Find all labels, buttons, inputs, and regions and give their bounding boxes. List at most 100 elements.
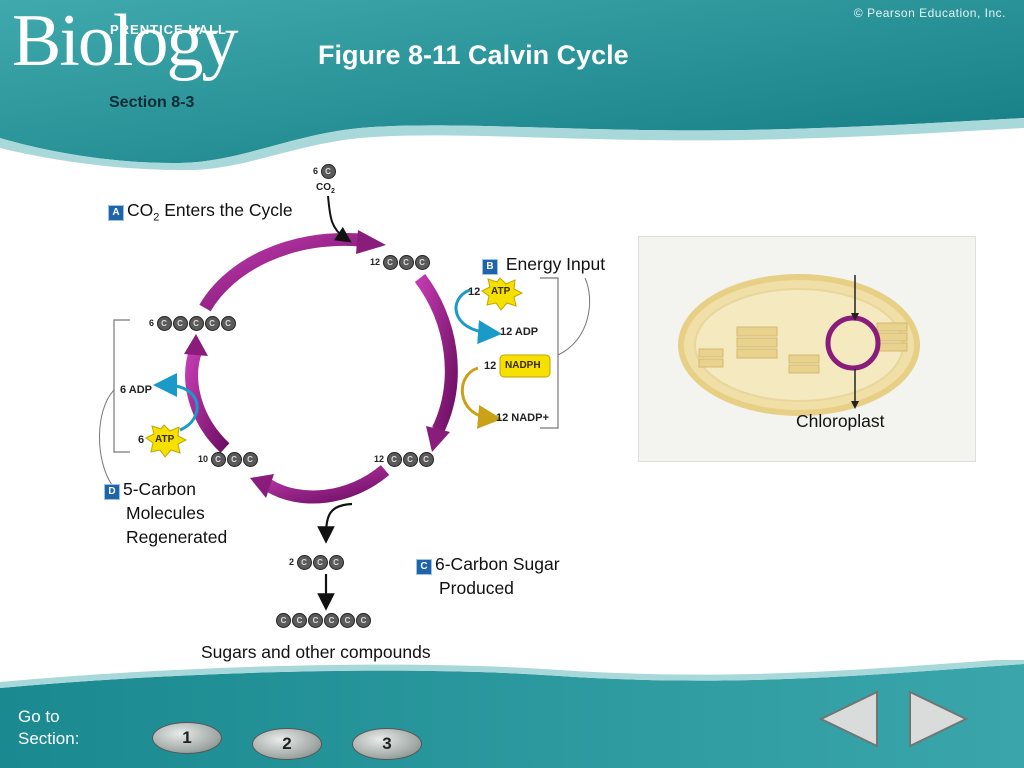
atp-burst-left [145,424,188,458]
atp-label-left: ATP [155,434,175,445]
chloroplast-panel [638,236,976,462]
energy-input-leader [557,277,591,356]
go-to-line1: Go to [18,707,60,726]
sugar-output-arrow [317,502,353,544]
carbon-atom: C [308,613,323,628]
copyright-text: © Pearson Education, Inc. [853,6,1006,20]
step-d-tag: D [104,484,120,500]
carbon-atom: C [324,613,339,628]
energy-input-bracket [540,277,559,429]
page-title: Figure 8-11 Calvin Cycle [318,40,629,70]
nadph-box [499,354,551,378]
next-arrow-icon[interactable] [902,688,972,750]
go-to-section-label: Go to Section: [18,706,79,750]
regeneration-leader [99,389,115,486]
molecule-count: 6 [149,318,155,328]
nadph-label: NADPH [505,360,541,371]
carbon-atom: C [328,555,344,570]
atp-label-right: ATP [491,286,511,297]
step-b-label: B Energy Input [482,252,605,276]
carbon-atom: C [292,613,307,628]
co2-count: 6 [313,166,319,176]
cycle-arc-top [199,230,386,312]
molecule-count: 10 [198,454,209,464]
atp-to-adp-arrow [454,288,502,345]
co2-label: CO2 [316,182,335,195]
atp-burst-right [481,277,524,311]
section-label: Section 8-3 [109,94,195,111]
regeneration-bracket [113,319,130,453]
section-1-button[interactable]: 1 [152,722,222,754]
carbon-atom: C [382,255,398,270]
carbon-atom: C [276,613,291,628]
carbon-atom: C [312,555,328,570]
nadp-out-label: 12 NADP+ [496,412,549,424]
final-products-label: Sugars and other compounds [201,642,431,662]
chloroplast-label: Chloroplast [796,411,885,431]
step-a-text-pre: CO [127,200,154,220]
carbon-atom: C [226,452,242,467]
co2-molecule: 6 C [313,164,337,179]
co2-label-sub: 2 [331,188,335,195]
step-d-line2: Molecules [126,503,205,523]
carbon-atom: C [386,452,402,467]
step-d-line1: 5-Carbon [123,479,196,499]
publisher-label: PRENTICE HALL [110,22,227,37]
carbon-atom: C [402,452,418,467]
nadph-to-nadp-arrow [460,366,502,429]
step-b-tag: B [482,259,498,275]
left-atp-to-adp-arrow [153,373,199,432]
step-c-line2: Produced [439,578,514,598]
carbon-atom: C [172,316,188,331]
carbon-atom: C [220,316,236,331]
carbon-atom: C [296,555,312,570]
cycle-arc-bottom [250,464,390,504]
step-a-text-post: Enters the Cycle [159,200,293,220]
step-d-line3: Regenerated [126,527,228,547]
left-adp-label: 6 ADP [120,384,152,396]
step-c-line1: 6-Carbon Sugar [435,554,560,574]
carbon-atom: C [156,316,172,331]
carbon-atom: C [356,613,371,628]
molecule-count: 12 [374,454,385,464]
molecule-count: 12 [370,257,381,267]
carbon-atom: C [414,255,430,270]
carbon-atom: C [320,164,336,179]
carbon-atom: C [242,452,258,467]
step-a-tag: A [108,205,124,221]
cycle-arc-right [414,274,458,452]
molecule-count: 2 [289,557,295,567]
nadph-count: 12 [484,360,497,372]
co2-label-pre: CO [316,182,331,193]
go-to-line2: Section: [18,729,80,748]
chloroplast-illustration [678,274,920,416]
carbon-atom: C [204,316,220,331]
section-2-button[interactable]: 2 [252,728,322,760]
left-atp-count: 6 [138,434,145,446]
carbon-atom: C [398,255,414,270]
section-3-button[interactable]: 3 [352,728,422,760]
co2-input-arrow [327,195,352,243]
step-a-text-sub: 2 [153,211,160,224]
carbon-atom: C [188,316,204,331]
adp-out-label: 12 ADP [500,326,539,338]
step-c-tag: C [416,559,432,575]
step-b-text: Energy Input [505,254,606,274]
carbon-atom: C [418,452,434,467]
biology-logo: Biology [12,0,238,82]
carbon-atom: C [210,452,226,467]
previous-arrow-icon[interactable] [815,688,885,750]
carbon-atom: C [340,613,355,628]
atp-in-count: 12 [468,286,481,298]
header-background [0,0,1024,170]
